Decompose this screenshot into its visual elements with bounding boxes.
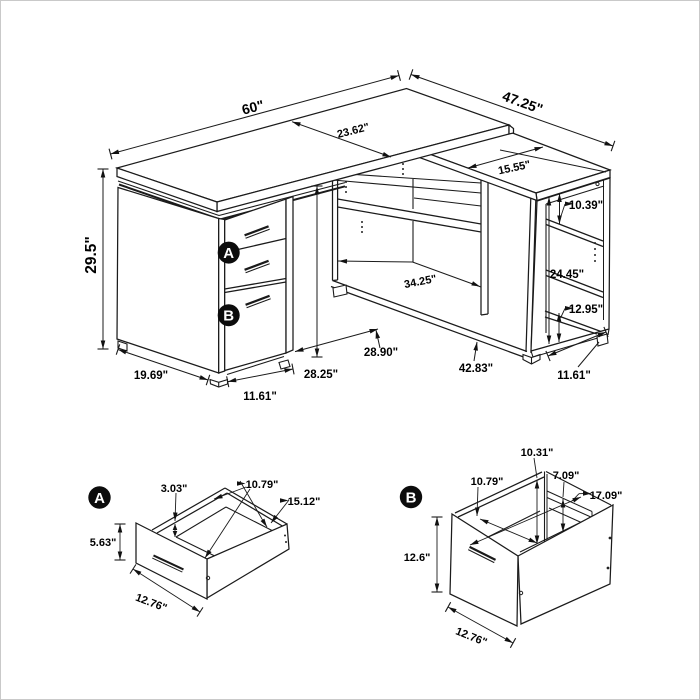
svg-text:12.6": 12.6": [404, 552, 431, 564]
svg-text:10.39": 10.39": [569, 200, 603, 212]
svg-text:19.69": 19.69": [134, 370, 168, 382]
svg-text:42.83": 42.83": [459, 363, 493, 375]
svg-text:17.09": 17.09": [590, 490, 623, 502]
svg-text:3.03": 3.03": [161, 483, 188, 495]
svg-text:5.63": 5.63": [90, 537, 117, 549]
svg-text:10.79": 10.79": [246, 479, 279, 491]
svg-text:10.79": 10.79": [471, 476, 504, 488]
svg-text:7.09": 7.09": [553, 470, 580, 482]
svg-text:29.5": 29.5": [83, 236, 100, 274]
svg-text:24.45": 24.45": [550, 269, 584, 281]
svg-text:B: B: [223, 308, 234, 325]
svg-text:11.61": 11.61": [243, 391, 277, 403]
svg-text:B: B: [406, 489, 417, 506]
svg-text:15.12": 15.12": [288, 496, 321, 508]
svg-text:60": 60": [240, 97, 265, 118]
svg-text:28.25": 28.25": [304, 369, 338, 381]
svg-text:28.90": 28.90": [364, 347, 398, 359]
svg-text:A: A: [223, 245, 234, 262]
svg-text:10.31": 10.31": [521, 447, 554, 459]
svg-text:11.61": 11.61": [557, 370, 591, 382]
svg-text:12.95": 12.95": [569, 304, 603, 316]
svg-text:A: A: [94, 490, 105, 507]
